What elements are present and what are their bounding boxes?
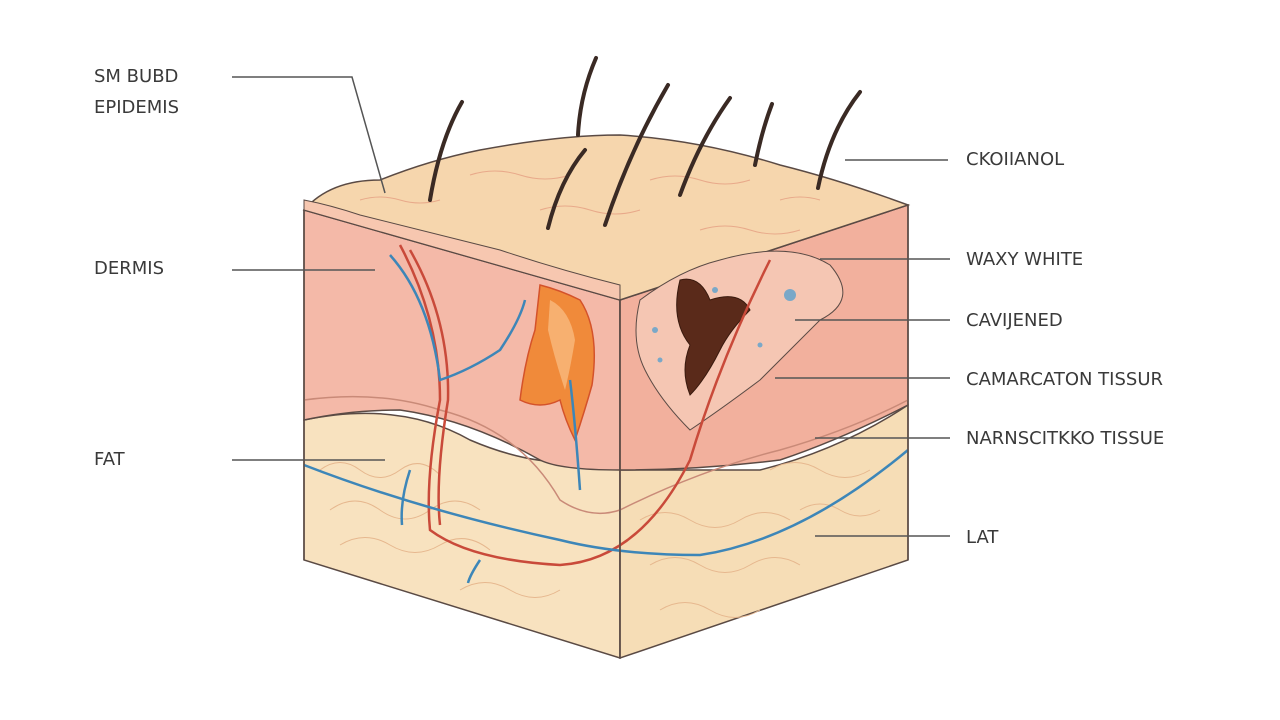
blood-vessels-blue bbox=[303, 254, 909, 584]
hairs bbox=[428, 56, 862, 230]
label-epidermis: EPIDEMIS bbox=[94, 97, 180, 118]
label-right-6: LAT bbox=[966, 527, 999, 548]
blood-vessels-red bbox=[398, 244, 772, 567]
label-waxy-white: WAXY WHITE bbox=[966, 249, 1084, 270]
epidermis-texture bbox=[359, 170, 821, 235]
label-right-5: NARNSCITKKO TISSUE bbox=[966, 428, 1165, 449]
leader-lines bbox=[232, 76, 950, 537]
charred-specks bbox=[652, 287, 796, 363]
dermis-boundary bbox=[303, 395, 909, 515]
cube-edges bbox=[303, 205, 909, 658]
label-right-1: CKOIIANOL bbox=[966, 149, 1065, 170]
label-skin-burned: SM BUBD bbox=[94, 66, 179, 87]
label-dermis: DERMIS bbox=[94, 258, 165, 279]
charred-burn-mark bbox=[676, 278, 751, 396]
fat-layer-side bbox=[619, 403, 909, 660]
fat-cells bbox=[319, 462, 881, 618]
epidermis-front-strip bbox=[303, 199, 621, 301]
label-right-3: CAVIJENED bbox=[966, 310, 1063, 331]
burn-wound-core bbox=[548, 300, 575, 390]
label-right-4: CAMARCATON TISSUR bbox=[966, 369, 1164, 390]
label-fat: FAT bbox=[94, 449, 125, 470]
